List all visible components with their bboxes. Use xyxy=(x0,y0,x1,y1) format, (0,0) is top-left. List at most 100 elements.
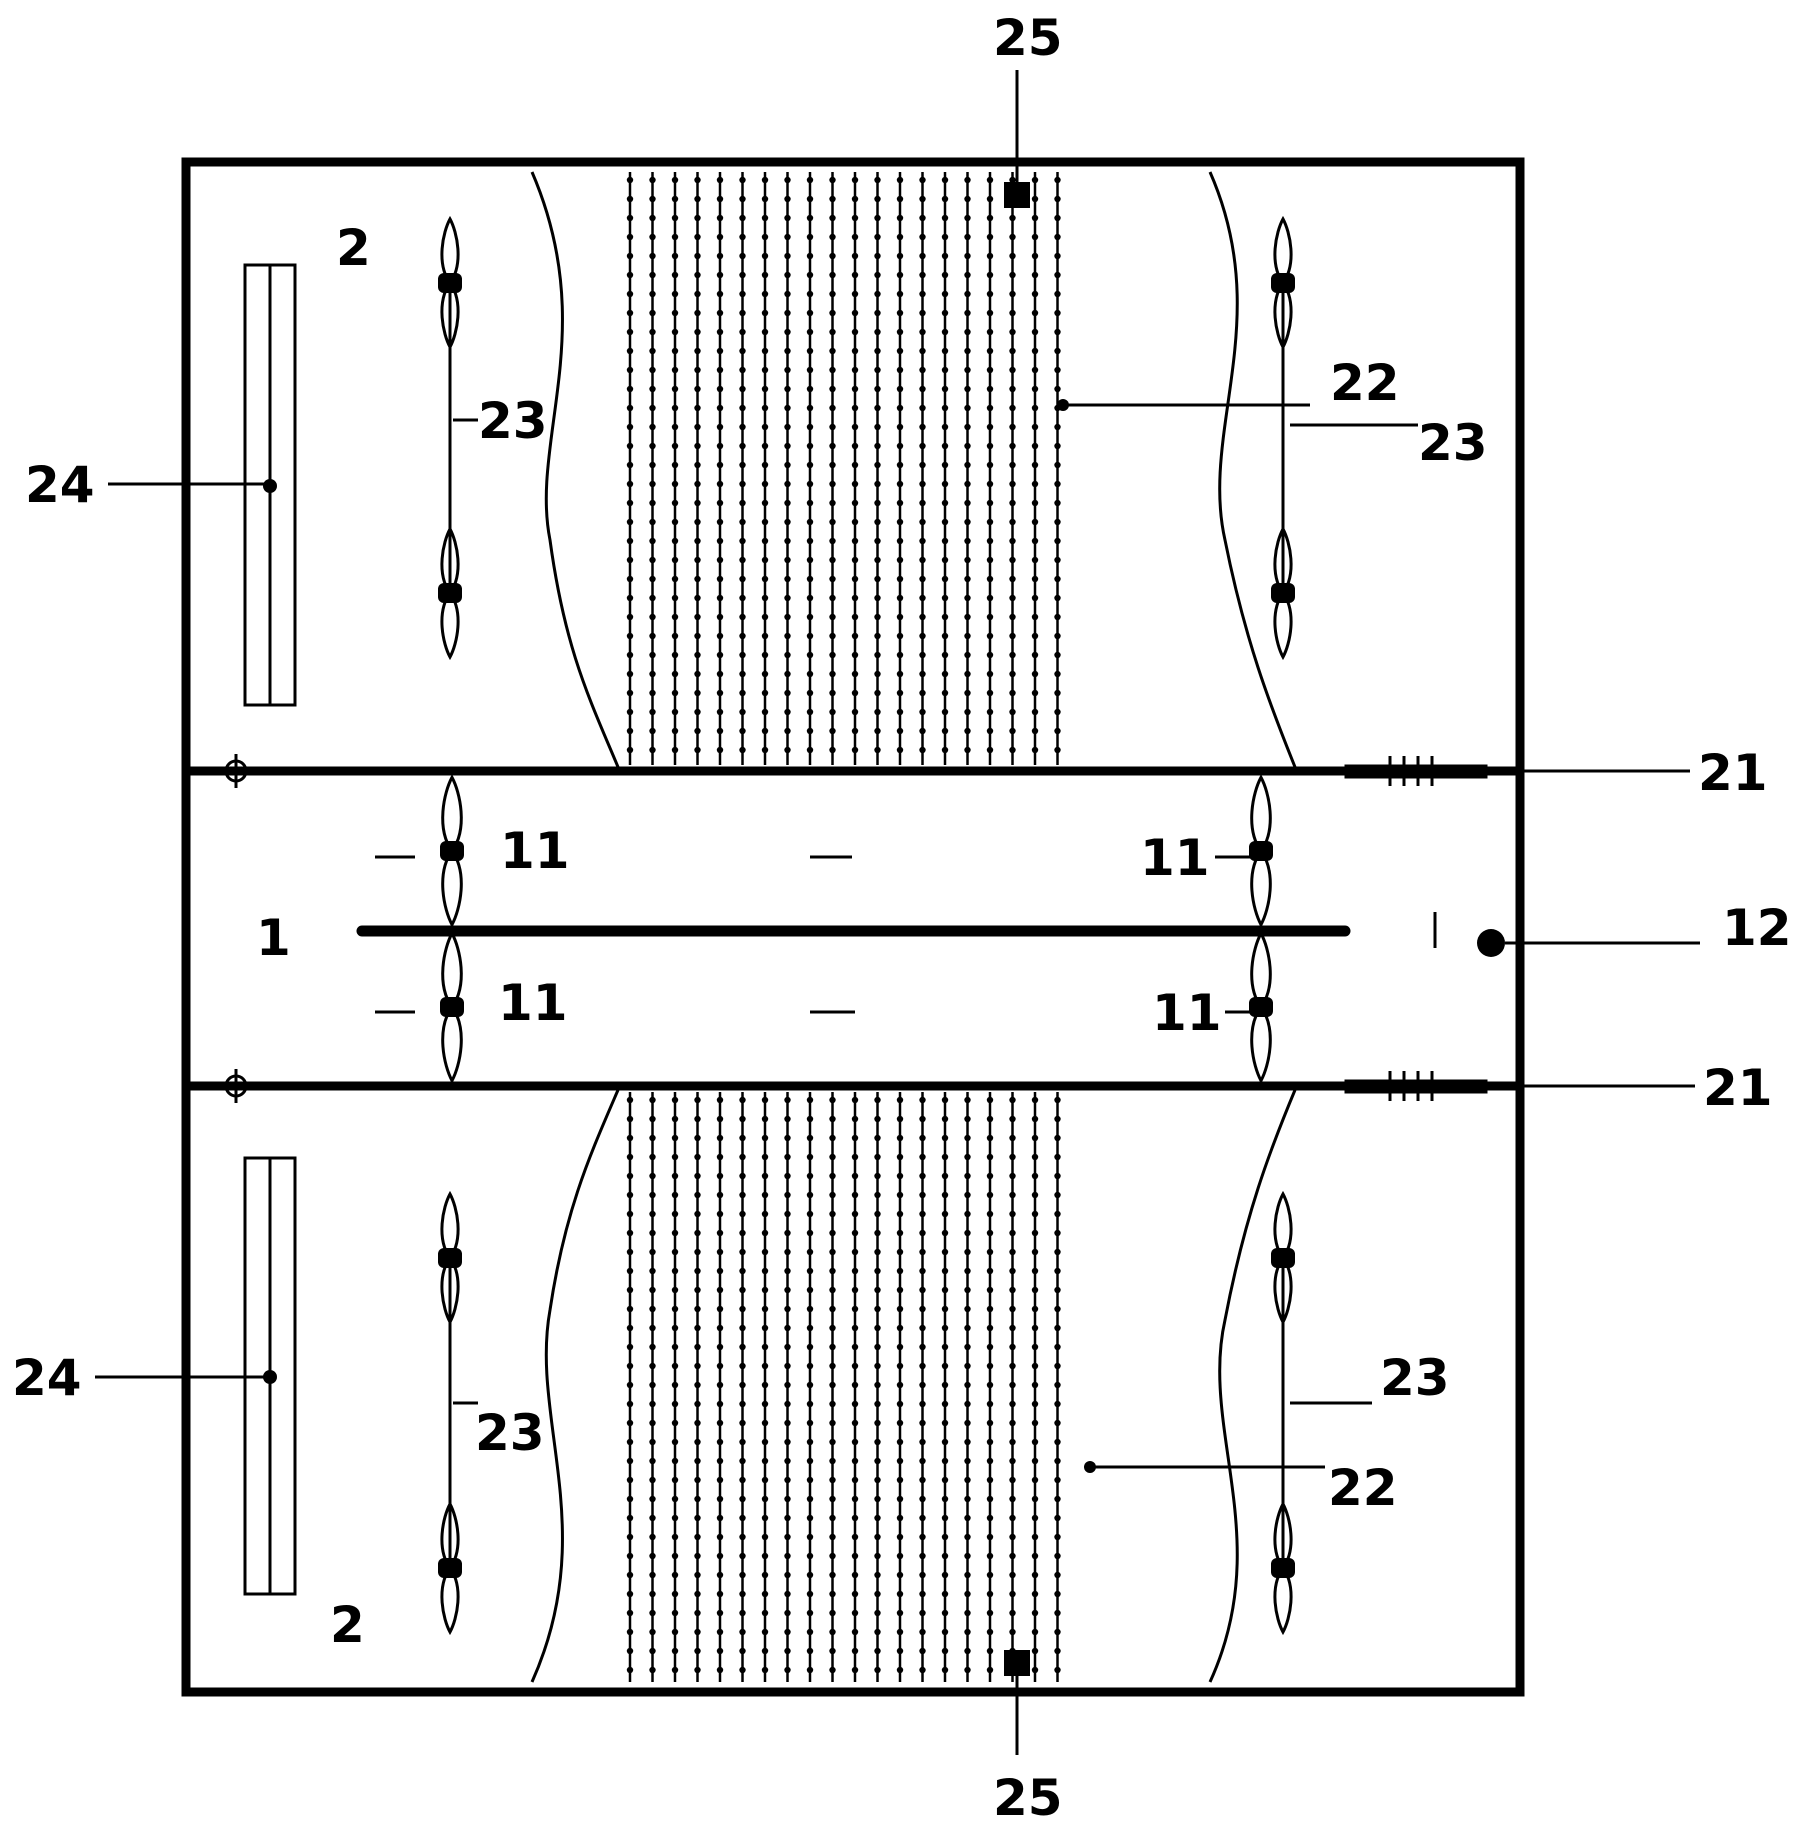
plant-dot xyxy=(739,195,746,203)
plant-dot xyxy=(694,1115,701,1123)
plant-dot xyxy=(851,309,859,317)
plant-dot xyxy=(671,727,679,735)
plant-dot xyxy=(761,1495,769,1503)
plant-dot xyxy=(1054,480,1061,488)
plant-dot xyxy=(649,1096,656,1104)
plant-dot xyxy=(919,708,926,716)
plant-dot xyxy=(761,651,769,659)
plant-dot xyxy=(964,708,971,716)
plant-dot xyxy=(694,1248,701,1256)
plant-dot xyxy=(829,613,836,621)
plant-dot xyxy=(851,575,859,583)
plant-dot xyxy=(671,290,679,298)
plant-dot xyxy=(649,537,656,545)
plant-dot xyxy=(919,1324,926,1332)
plant-dot xyxy=(874,1191,881,1199)
plant-dot xyxy=(829,442,836,450)
plant-dot xyxy=(626,537,634,545)
aerator-blade xyxy=(440,1565,460,1636)
label-23-lower-left: 23 xyxy=(475,1404,545,1462)
plant-dot xyxy=(896,746,904,754)
plant-dot xyxy=(716,708,724,716)
plant-dot xyxy=(1031,594,1039,602)
plant-dot xyxy=(964,328,971,336)
plant-dot xyxy=(919,309,926,317)
plant-dot xyxy=(1031,1609,1039,1617)
plant-dot xyxy=(1009,347,1016,355)
label-2-upper: 2 xyxy=(336,219,371,277)
plant-dot xyxy=(626,214,634,222)
label-11-lower-right: 11 xyxy=(1152,984,1222,1042)
plant-dot xyxy=(829,1400,836,1408)
plant-dot xyxy=(694,1096,701,1104)
plant-dot xyxy=(896,1153,904,1161)
plant-dot xyxy=(919,670,926,678)
plant-dot xyxy=(919,271,926,279)
plant-dot xyxy=(941,1609,949,1617)
plant-dot xyxy=(941,1533,949,1541)
plant-dot xyxy=(716,651,724,659)
plant-dot xyxy=(986,1324,994,1332)
plant-dot xyxy=(1031,537,1039,545)
plant-dot xyxy=(919,556,926,564)
label-22-lower: 22 xyxy=(1328,1459,1398,1517)
plant-dot xyxy=(716,1628,724,1636)
plant-dot xyxy=(896,1191,904,1199)
plant-dot xyxy=(851,233,859,241)
aerator-hub xyxy=(1271,273,1295,293)
plant-dot xyxy=(851,176,859,184)
plant-dot xyxy=(694,1286,701,1294)
plant-dot xyxy=(694,1571,701,1579)
plant-dot xyxy=(626,1229,634,1237)
plant-dot xyxy=(964,480,971,488)
plant-dot xyxy=(964,651,971,659)
plant-dot xyxy=(986,1096,994,1104)
plant-dot xyxy=(671,252,679,260)
plant-dot xyxy=(761,461,769,469)
plant-dot xyxy=(694,328,701,336)
plant-dot xyxy=(919,461,926,469)
plant-dot xyxy=(829,1476,836,1484)
plant-dot xyxy=(716,461,724,469)
plant-dot xyxy=(784,556,791,564)
plant-dot xyxy=(1009,442,1016,450)
plant-dot xyxy=(671,404,679,412)
plant-dot xyxy=(784,1096,791,1104)
plant-dot xyxy=(671,1229,679,1237)
plant-dot xyxy=(896,594,904,602)
plant-dot xyxy=(1054,1400,1061,1408)
plant-dot xyxy=(626,1590,634,1598)
plant-dot xyxy=(964,1476,971,1484)
plant-dot xyxy=(874,252,881,260)
aerator-blade xyxy=(440,1500,460,1571)
plant-dot xyxy=(986,1134,994,1142)
plant-dot xyxy=(694,632,701,640)
plant-dot xyxy=(716,1267,724,1275)
plant-dot xyxy=(694,195,701,203)
aerator-blade xyxy=(1250,1004,1272,1084)
plant-dot xyxy=(1009,1305,1016,1313)
plant-dot xyxy=(896,708,904,716)
plant-dot xyxy=(806,480,814,488)
plant-dot xyxy=(784,1324,791,1332)
plant-dot xyxy=(626,1552,634,1560)
plant-dot xyxy=(986,1305,994,1313)
item-25-top-marker xyxy=(1004,182,1030,208)
plant-dot xyxy=(761,1362,769,1370)
plant-dot xyxy=(626,176,634,184)
label-11-lower-left: 11 xyxy=(498,974,568,1032)
label-21-lower: 21 xyxy=(1703,1059,1773,1117)
plant-dot xyxy=(829,461,836,469)
plant-dot xyxy=(919,594,926,602)
plant-dot xyxy=(671,271,679,279)
plant-dot xyxy=(829,1381,836,1389)
plant-dot xyxy=(806,442,814,450)
plant-dot xyxy=(874,1514,881,1522)
plant-dot xyxy=(941,651,949,659)
plant-dot xyxy=(806,176,814,184)
plant-dot xyxy=(874,1438,881,1446)
plant-dot xyxy=(649,309,656,317)
plant-dot xyxy=(941,1210,949,1218)
aerator-11 xyxy=(1249,774,1273,928)
plant-dot xyxy=(874,271,881,279)
